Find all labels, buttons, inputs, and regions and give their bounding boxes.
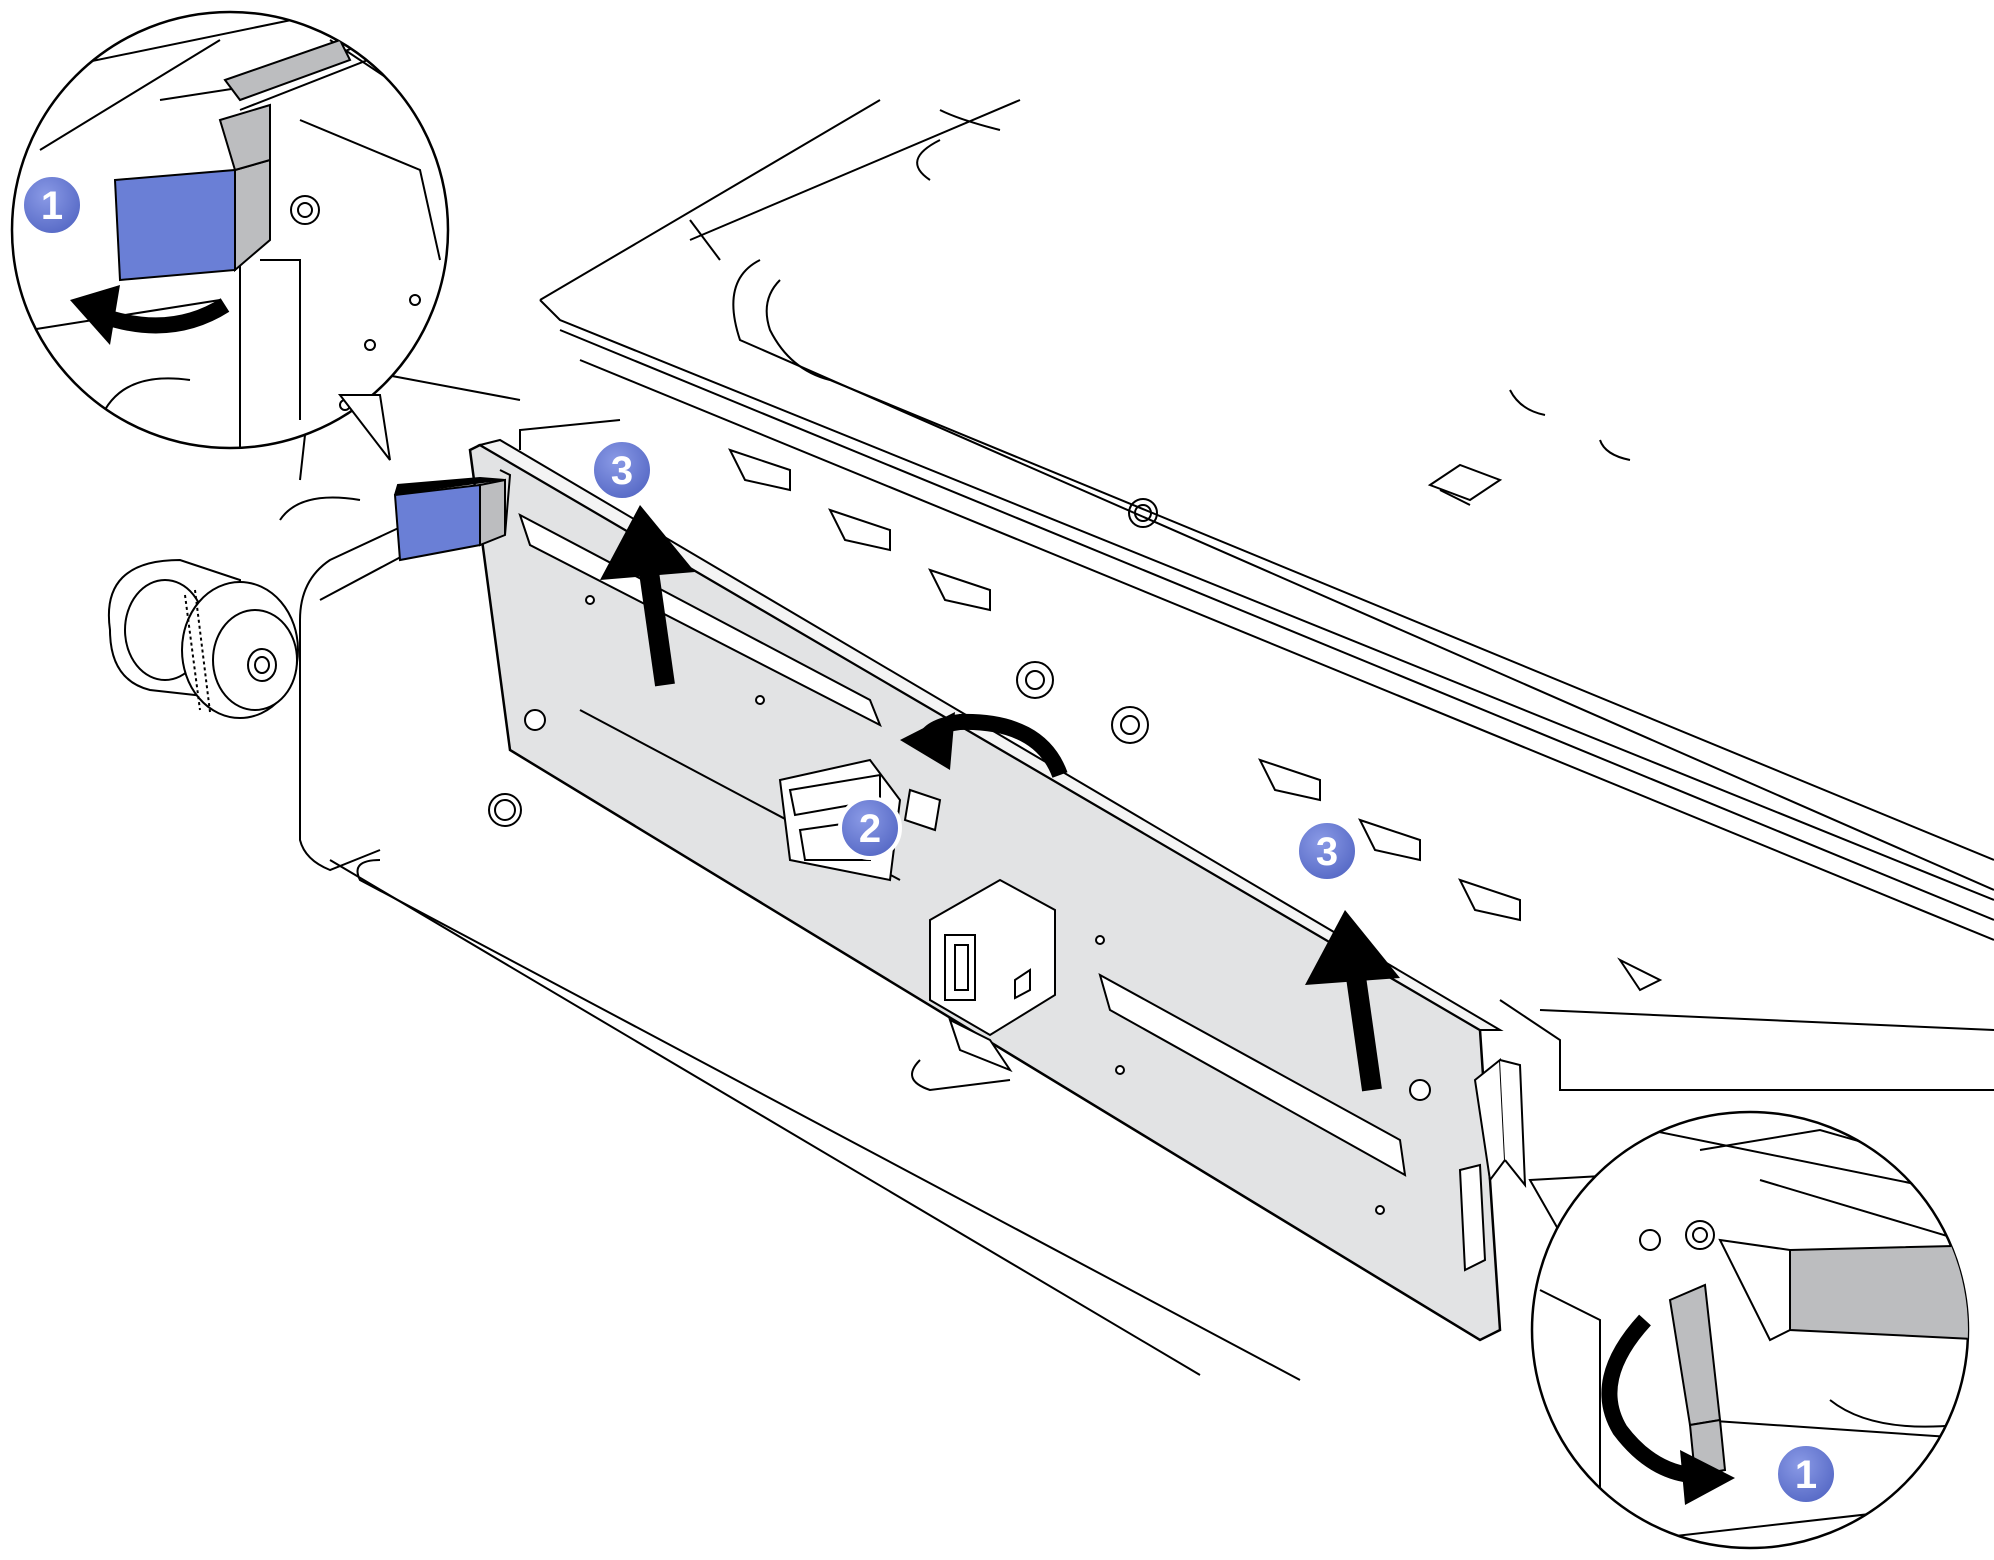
curved-arrow-icon <box>900 712 1068 779</box>
callout-label: 3 <box>1316 830 1338 874</box>
drive-bay-slots <box>728 448 1994 1091</box>
callout-badge-3-left: 3 <box>590 438 654 502</box>
callout-badge-icon <box>20 173 84 237</box>
detail-view-top-left <box>10 10 450 461</box>
callout-badge-icon <box>838 796 902 860</box>
callout-badge-3-right: 3 <box>1295 819 1359 883</box>
callout-badge-icon <box>1295 819 1359 883</box>
release-latch <box>393 469 512 562</box>
detail-view-bottom-right <box>1528 1110 1970 1550</box>
callout-badge-icon <box>1774 1442 1838 1506</box>
thumbscrew <box>107 558 299 719</box>
server-chassis <box>279 99 1994 1381</box>
right-bracket <box>1458 1057 1527 1272</box>
callout-label: 1 <box>41 184 63 228</box>
callout-label: 3 <box>611 449 633 493</box>
power-connector <box>911 878 1056 1092</box>
up-arrow-icon <box>600 505 695 687</box>
callout-badge-2: 2 <box>838 796 902 860</box>
callout-label: 2 <box>859 807 881 851</box>
up-arrow-icon <box>1305 910 1400 1092</box>
callout-label: 1 <box>1795 1453 1817 1497</box>
callout-badge-1-top: 1 <box>20 173 84 237</box>
callout-badge-icon <box>590 438 654 502</box>
callout-badge-1-bottom: 1 <box>1774 1442 1838 1506</box>
